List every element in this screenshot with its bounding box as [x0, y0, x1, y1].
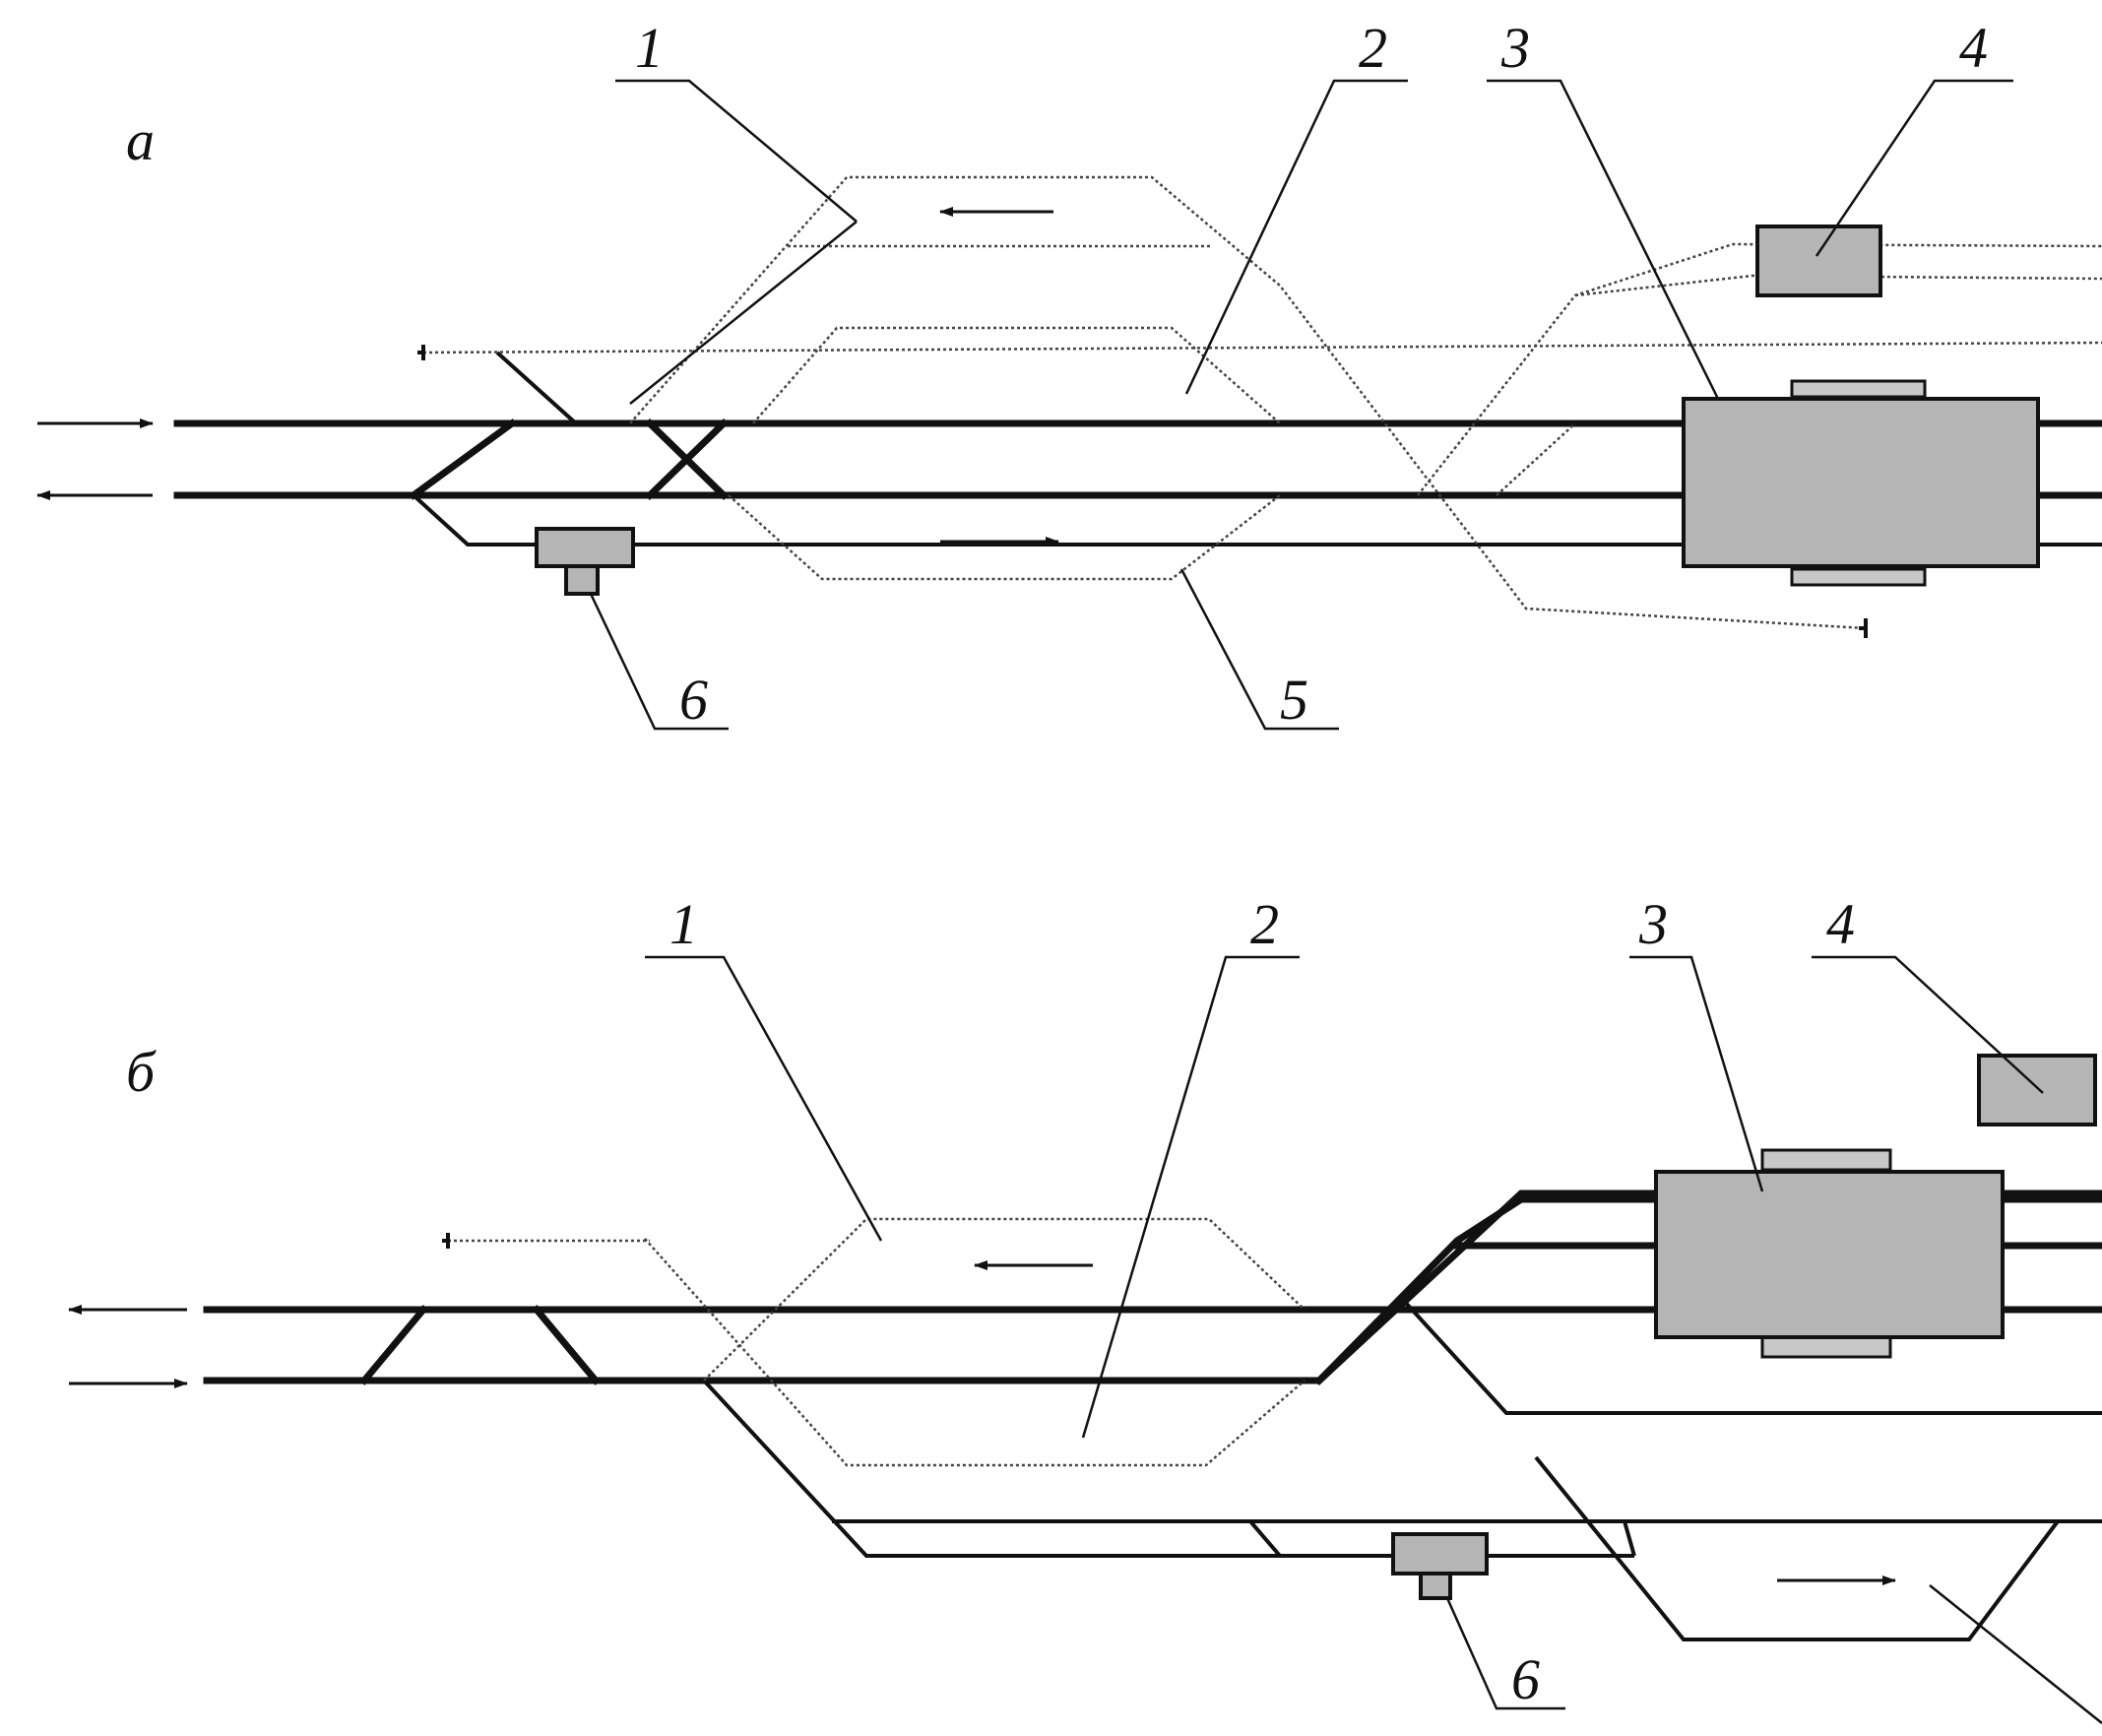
- building-4: [1977, 1054, 2097, 1126]
- leader-line-4: [1812, 955, 2044, 1094]
- siding-track: [412, 493, 2102, 547]
- leader-line-2: [1184, 79, 1408, 395]
- label-1: 1: [669, 892, 698, 956]
- label-4: 4: [1959, 16, 1988, 80]
- leader-line-1: [645, 955, 883, 1242]
- leader-line-1: [629, 221, 858, 405]
- leader-line-5: [1929, 1584, 2102, 1724]
- leader-line-4: [1815, 79, 2013, 257]
- leader-line-2: [1081, 955, 1300, 1439]
- station-building: [1682, 397, 2040, 568]
- leader-line-3: [1629, 955, 1764, 1192]
- leader-line-1: [615, 79, 858, 223]
- yard-track-upper-1: [629, 175, 1867, 630]
- freight-track: [1248, 1519, 1282, 1558]
- freight-track: [702, 1379, 1634, 1558]
- label-3: 3: [1638, 892, 1668, 956]
- station-building: [1654, 1170, 2005, 1339]
- yard-track-lower: [644, 1238, 1306, 1467]
- platform: [1760, 1148, 1892, 1172]
- label-6: 6: [679, 668, 708, 732]
- freight-shed: [535, 527, 635, 568]
- freight-shed-annex: [564, 564, 600, 596]
- label-4: 4: [1826, 892, 1855, 956]
- label-6: 6: [1511, 1647, 1540, 1711]
- connecting-track: [1574, 274, 2102, 297]
- station-approach-track: [1401, 1298, 2102, 1415]
- leader-line-3: [1487, 79, 1720, 400]
- label-5: 5: [1280, 668, 1308, 732]
- dead-end-siding: [422, 341, 2102, 354]
- buffer-stop-icon: [442, 1233, 450, 1249]
- crossover: [645, 418, 729, 500]
- freight-shed-annex: [1419, 1572, 1452, 1600]
- crossover: [495, 351, 578, 425]
- crossover: [532, 1305, 601, 1385]
- label-1: 1: [635, 16, 664, 80]
- buffer-stop-icon: [1859, 618, 1868, 638]
- leader-line-5: [1179, 568, 1339, 731]
- yard-track-middle: [752, 326, 1281, 424]
- platform: [1790, 379, 1927, 399]
- freight-shed: [1391, 1532, 1489, 1575]
- buffer-stop-icon: [417, 345, 425, 360]
- scheme-b: б: [68, 892, 2102, 1724]
- scheme-b-letter: б: [126, 1040, 157, 1104]
- scheme-a: a: [36, 16, 2102, 732]
- label-2: 2: [1359, 16, 1387, 80]
- leader-line-6: [589, 593, 729, 731]
- crossover: [409, 418, 517, 500]
- yard-track-upper: [703, 1217, 1306, 1382]
- freight-track: [1623, 1520, 1636, 1557]
- crossover: [359, 1305, 428, 1385]
- label-2: 2: [1250, 892, 1279, 956]
- leader-line-6: [1445, 1597, 1565, 1710]
- building-4: [1755, 225, 1882, 297]
- platform: [1760, 1335, 1892, 1359]
- platform: [1790, 567, 1927, 587]
- connecting-track: [1496, 422, 1576, 496]
- label-3: 3: [1500, 16, 1530, 80]
- scheme-a-letter: a: [126, 108, 155, 172]
- freight-track: [1534, 1455, 2060, 1641]
- yard-track-lower: [728, 494, 1281, 581]
